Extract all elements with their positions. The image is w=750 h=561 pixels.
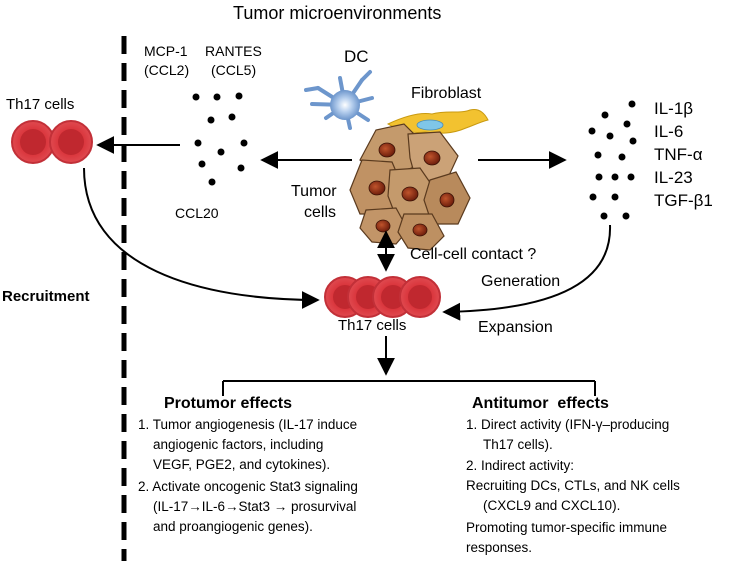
effects-bracket <box>222 380 596 396</box>
antitumor-line-1: 1. Direct activity (IFN-γ–producing <box>466 417 670 432</box>
protumor-line-3: VEGF, PGE2, and cytokines). <box>153 457 331 472</box>
antitumor-line-7: responses. <box>466 540 533 555</box>
antitumor-heading: Antitumor effects <box>472 395 609 412</box>
cytokine-label-2: IL-6 <box>654 122 684 141</box>
protumor-line-5: (IL-17→IL-6→Stat3 → prosurvival <box>153 499 357 514</box>
th17-center-label: Th17 cells <box>338 317 407 334</box>
cytokine-dots <box>588 100 637 220</box>
protumor-line-6: and proangiogenic genes). <box>153 519 313 534</box>
antitumor-line-6: Promoting tumor-specific immune <box>466 520 668 535</box>
tumor-nuclei <box>368 142 455 237</box>
cytokine-label-5: TGF-β1 <box>654 191 713 210</box>
protumor-line-2: angiogenic factors, including <box>153 437 324 452</box>
ccl20-label: CCL20 <box>175 205 219 221</box>
cytokine-label-3: TNF-α <box>654 145 703 164</box>
mcp1-ccl-label: (CCL2) <box>144 62 190 78</box>
protumor-line-4: 2. Activate oncogenic Stat3 signaling <box>138 479 358 494</box>
antitumor-line-2: Th17 cells). <box>483 437 553 452</box>
fibroblast-label: Fibroblast <box>411 85 482 102</box>
fibroblast-graphic <box>386 109 489 134</box>
arrow-recruitment-curve <box>83 167 320 309</box>
expansion-label: Expansion <box>478 319 553 336</box>
cell-contact-label: Cell-cell contact ? <box>410 246 537 263</box>
tumor-cells-label-line2: cells <box>304 204 337 221</box>
antitumor-line-4: Recruiting DCs, CTLs, and NK cells <box>466 478 680 493</box>
chemokine-dots <box>192 92 248 186</box>
dc-label: DC <box>344 47 369 66</box>
cytokine-label-4: IL-23 <box>654 168 693 187</box>
antitumor-line-5: (CXCL9 and CXCL10). <box>483 498 621 513</box>
tumor-cells-label-line1: Tumor <box>291 183 337 200</box>
protumor-heading: Protumor effects <box>164 395 293 412</box>
rantes-label: RANTES <box>205 43 262 59</box>
generation-label: Generation <box>481 273 561 290</box>
protumor-line-1: 1. Tumor angiogenesis (IL-17 induce <box>138 417 358 432</box>
th17-left-graphic <box>11 120 93 164</box>
cytokine-label-1: IL-1β <box>654 99 694 118</box>
arrow-generation-curve <box>442 224 612 321</box>
antitumor-line-3: 2. Indirect activity: <box>466 458 575 473</box>
th17-left-label: Th17 cells <box>6 96 75 113</box>
recruitment-label: Recruitment <box>2 288 90 305</box>
dendritic-cell-graphic <box>304 70 374 130</box>
diagram-title: Tumor microenvironments <box>233 3 442 23</box>
mcp1-label: MCP-1 <box>144 43 188 59</box>
rantes-ccl-label: (CCL5) <box>211 62 257 78</box>
th17-center-graphic <box>324 276 441 318</box>
